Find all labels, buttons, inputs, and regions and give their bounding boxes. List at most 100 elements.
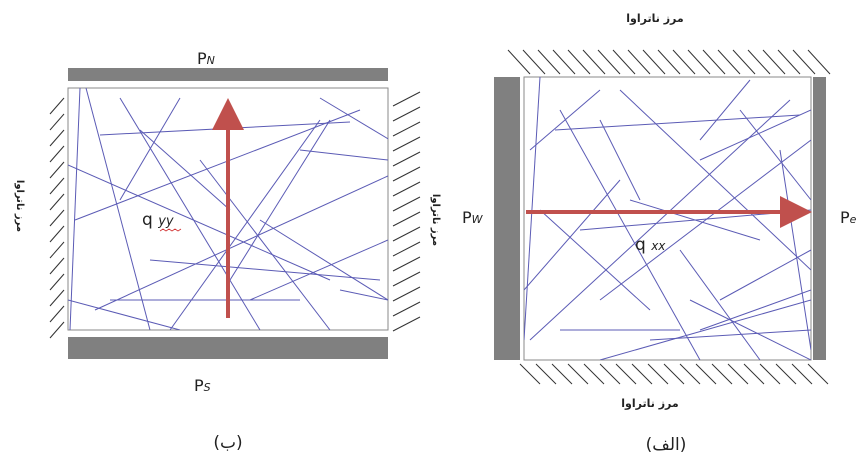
fracture-line: [139, 129, 231, 211]
boundary-label-left-b: مرز ناتراوا: [14, 180, 25, 232]
hatch-mark: [732, 49, 756, 75]
hatch-mark: [717, 49, 741, 75]
hatch-mark: [711, 363, 733, 385]
hatch-mark: [807, 363, 829, 385]
caption-b: (ب): [213, 433, 242, 453]
hatch-mark: [599, 363, 621, 385]
hatch-mark: [392, 136, 421, 152]
hatch-mark: [627, 49, 651, 75]
hatch-mark: [392, 316, 421, 332]
hatch-mark: [49, 289, 65, 307]
fracture-line: [339, 289, 388, 301]
fracture-line: [699, 79, 751, 141]
flux-xx-label: q xx: [635, 235, 666, 255]
top-pressure-plate: [68, 68, 388, 81]
fracture-line: [529, 99, 791, 341]
fracture-line: [119, 97, 261, 330]
hatch-mark: [791, 363, 813, 385]
fracture-line: [69, 88, 81, 330]
hatch-mark: [672, 49, 696, 75]
hatch-mark: [49, 97, 65, 115]
impermeable-hatch-bottom-a: [519, 363, 829, 385]
fracture-line: [149, 259, 381, 281]
hatch-mark: [687, 49, 711, 75]
hatch-mark: [583, 363, 605, 385]
fracture-line: [599, 119, 641, 201]
hatch-mark: [392, 166, 421, 182]
fracture-line: [259, 219, 388, 301]
hatch-mark: [777, 49, 801, 75]
hatch-mark: [49, 145, 65, 163]
hatch-mark: [612, 49, 636, 75]
fracture-line: [619, 89, 811, 271]
hatch-mark: [392, 196, 421, 212]
fracture-line: [199, 159, 331, 330]
fracture-line: [779, 149, 811, 351]
hatch-mark: [392, 286, 421, 302]
hatch-mark: [647, 363, 669, 385]
fracture-lines-b: [68, 88, 388, 330]
hatch-mark: [567, 49, 591, 75]
spellcheck-underline: [159, 228, 182, 232]
hatch-mark: [392, 151, 421, 167]
fracture-line: [119, 97, 181, 201]
hatch-mark: [702, 49, 726, 75]
fracture-line: [554, 114, 801, 131]
hatch-mark: [507, 49, 531, 75]
boundary-label-right-b: مرز ناتراوا: [430, 194, 441, 246]
panel-a: مرز ناتراوا مرز ناتراوا PW Pe q xx (الف): [462, 12, 857, 455]
fracture-line: [94, 175, 388, 311]
pressure-north-label: PN: [197, 49, 215, 68]
hatch-mark: [642, 49, 666, 75]
fracture-line: [529, 89, 601, 151]
fracture-line: [169, 119, 321, 330]
hatch-mark: [615, 363, 637, 385]
fracture-line: [524, 179, 621, 291]
fracture-line: [559, 109, 701, 360]
hatch-mark: [49, 225, 65, 243]
east-pressure-plate: [813, 77, 826, 360]
hatch-mark: [551, 363, 573, 385]
fracture-line: [85, 88, 151, 330]
boundary-label-top-a: مرز ناتراوا: [626, 12, 683, 25]
hatch-mark: [759, 363, 781, 385]
hatch-mark: [49, 193, 65, 211]
hatch-mark: [49, 209, 65, 227]
pressure-west-label: PW: [462, 208, 484, 227]
hatch-mark: [49, 113, 65, 131]
hatch-mark: [392, 91, 421, 107]
hatch-mark: [49, 305, 65, 323]
fracture-line: [229, 119, 331, 281]
hatch-mark: [522, 49, 546, 75]
hatch-mark: [537, 49, 561, 75]
hatch-mark: [727, 363, 749, 385]
panel-b: PN PS q yy مرز ناتراوا مرز ناتراوا (ب): [14, 49, 441, 453]
hatch-mark: [582, 49, 606, 75]
hatch-mark: [567, 363, 589, 385]
fracture-line: [74, 109, 361, 221]
fracture-line: [599, 299, 811, 360]
impermeable-hatch-right-b: [392, 91, 421, 332]
hatch-mark: [49, 129, 65, 147]
hatch-mark: [49, 241, 65, 259]
hatch-mark: [392, 211, 421, 227]
hatch-mark: [792, 49, 816, 75]
hatch-mark: [663, 363, 685, 385]
hatch-mark: [597, 49, 621, 75]
impermeable-hatch-top-a: [507, 49, 831, 75]
fracture-line: [629, 199, 761, 241]
fracture-line: [539, 209, 651, 311]
hatch-mark: [679, 363, 701, 385]
flux-yy-label: q yy: [142, 210, 174, 230]
hatch-mark: [631, 363, 653, 385]
hatch-mark: [49, 177, 65, 195]
west-pressure-plate: [494, 77, 520, 360]
fracture-line: [599, 139, 811, 301]
hatch-mark: [392, 181, 421, 197]
boundary-label-bottom-a: مرز ناتراوا: [621, 397, 678, 410]
fracture-line: [649, 329, 811, 341]
hatch-mark: [392, 241, 421, 257]
pressure-south-label: PS: [194, 376, 211, 395]
fracture-line: [319, 97, 388, 140]
